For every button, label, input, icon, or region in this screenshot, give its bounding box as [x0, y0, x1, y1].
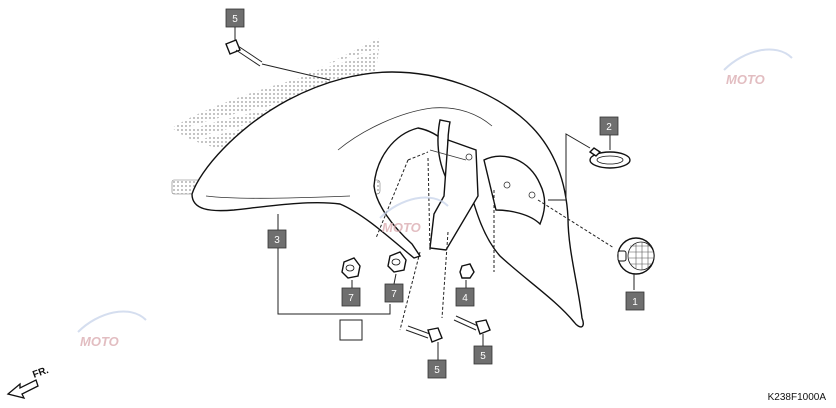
callout-5-bottom: 5 [427, 359, 447, 379]
fender-mounting-stay [429, 119, 479, 251]
callout-5-middle: 5 [473, 345, 493, 365]
svg-text:1: 1 [632, 297, 638, 308]
assembly-dashed-lines [375, 151, 615, 331]
svg-text:MOTO: MOTO [726, 72, 765, 87]
svg-text:5: 5 [232, 14, 238, 25]
callout-2: 2 [599, 116, 619, 136]
svg-text:7: 7 [348, 293, 354, 304]
front-direction-label: FR. [31, 365, 50, 381]
bolt-part-5-bottom [405, 325, 443, 343]
svg-text:MOTO: MOTO [80, 334, 119, 349]
nut-part-7-left [341, 257, 361, 279]
callout-7-left: 7 [341, 287, 361, 307]
svg-text:5: 5 [480, 351, 486, 362]
watermark-logo-2: MOTO [379, 196, 449, 235]
callout-4: 4 [455, 287, 475, 307]
bolt-part-5-top [225, 39, 263, 67]
svg-text:4: 4 [462, 293, 468, 304]
front-arrow-icon [6, 379, 39, 399]
svg-text:5: 5 [434, 365, 440, 376]
callout-3: 3 [267, 229, 287, 249]
reflector-part-1 [617, 237, 655, 275]
blank-reference-box [339, 319, 363, 341]
diagram-reference-code: K238F1000A [768, 392, 827, 403]
collar-part-4 [459, 263, 475, 279]
callout-1: 1 [625, 291, 645, 311]
grommet-part-2 [588, 147, 631, 169]
front-direction-indicator: FR. [6, 365, 50, 399]
bolt-part-5-middle [453, 315, 491, 335]
callout-5-top: 5 [225, 8, 245, 28]
svg-text:MOTO: MOTO [382, 220, 421, 235]
svg-text:2: 2 [606, 122, 612, 133]
front-fender-part-3 [191, 71, 584, 328]
nut-part-7-right [387, 251, 407, 273]
leader-lines [234, 27, 635, 360]
watermark-logo-3: MOTO [77, 310, 147, 349]
svg-text:7: 7 [391, 289, 397, 300]
svg-text:3: 3 [274, 235, 280, 246]
callout-7-right: 7 [384, 283, 404, 303]
inner-fender-section [483, 155, 546, 226]
watermark-logo-1: MOTO [723, 48, 793, 87]
